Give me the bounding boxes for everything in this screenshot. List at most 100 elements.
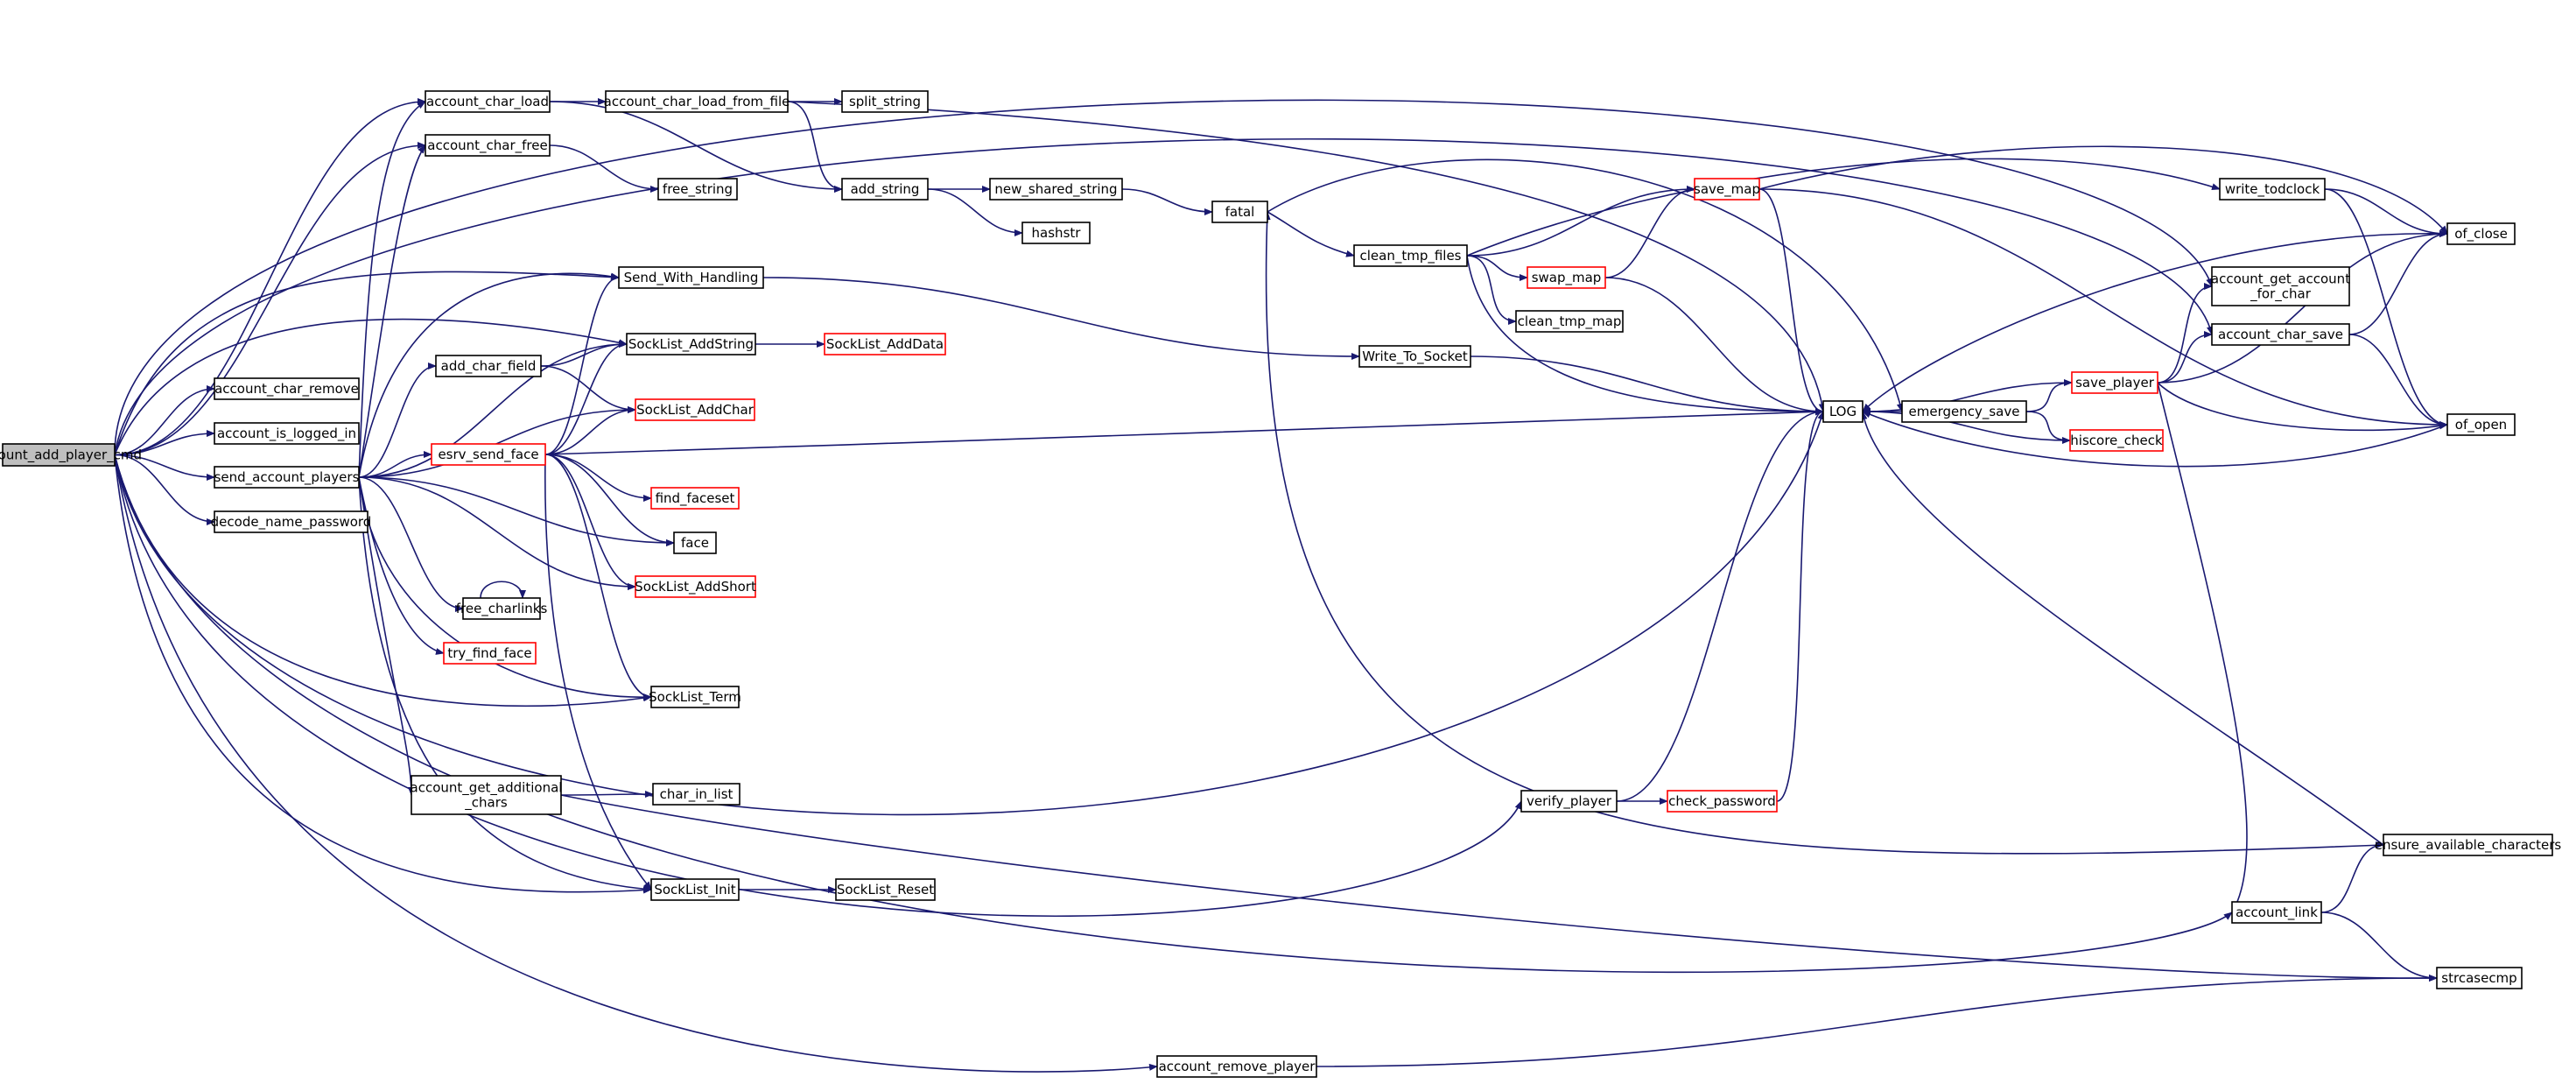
node-strcasecmp[interactable]: strcasecmp: [2436, 967, 2523, 989]
node-verify_player[interactable]: verify_player: [1520, 790, 1618, 813]
node-esrv_send_face[interactable]: esrv_send_face: [431, 443, 546, 466]
edge-account_char_load_from_file-to-LOG: [787, 101, 1826, 412]
node-account_char_load[interactable]: account_char_load: [425, 90, 551, 113]
edge-ensure_available_characters-to-LOG: [1860, 411, 2384, 846]
node-hiscore_check[interactable]: hiscore_check: [2069, 429, 2164, 452]
edge-clean_tmp_files-to-save_map: [1466, 186, 1695, 257]
node-account_link[interactable]: account_link: [2231, 901, 2322, 924]
node-label: swap_map: [1532, 270, 1602, 286]
node-box: [1021, 222, 1091, 244]
node-box: [214, 377, 360, 400]
edge-esrv_send_face-to-SockList_AddChar: [544, 406, 636, 455]
edge-account_add_player_cmd-to-decode_name_password: [114, 454, 215, 525]
edge-swap_map-to-save_map: [1604, 186, 1695, 278]
node-swap_map[interactable]: swap_map: [1527, 266, 1606, 289]
node-label: of_open: [2455, 417, 2507, 433]
node-SockList_AddString[interactable]: SockList_AddString: [626, 333, 756, 355]
node-label: _for_char: [2250, 286, 2312, 303]
node-box: [425, 134, 551, 157]
edge-account_char_save-to-of_open: [2348, 334, 2448, 428]
node-label: char_in_list: [660, 786, 733, 803]
edge-account_add_player_cmd-to-account_char_free: [114, 142, 426, 456]
node-account_char_save[interactable]: account_char_save: [2211, 323, 2350, 346]
node-add_string[interactable]: add_string: [841, 178, 929, 201]
node-account_char_load_from_file[interactable]: account_char_load_from_file: [604, 90, 790, 113]
node-of_close[interactable]: of_close: [2446, 222, 2516, 245]
node-char_in_list[interactable]: char_in_list: [652, 783, 741, 806]
edge-esrv_send_face-to-find_faceset: [544, 454, 652, 502]
node-new_shared_string[interactable]: new_shared_string: [989, 178, 1123, 201]
edge-send_account_players-to-account_get_additional_chars: [358, 476, 415, 796]
node-label: clean_tmp_map: [1518, 313, 1622, 330]
node-free_string[interactable]: free_string: [657, 178, 738, 201]
edge-account_add_player_cmd-to-account_get_account_for_char: [114, 99, 2213, 455]
edge-clean_tmp_files-to-write_todclock: [1466, 158, 2221, 257]
node-box: [411, 775, 562, 815]
edge-swap_map-to-LOG: [1604, 277, 1824, 415]
edge-save_player-to-account_char_save: [2157, 331, 2213, 384]
node-free_charlinks[interactable]: free_charlinks: [456, 597, 548, 620]
node-account_get_additional_chars[interactable]: account_get_additional_chars: [411, 775, 563, 815]
node-label: save_map: [1694, 181, 1760, 198]
node-box: [2446, 413, 2516, 436]
node-clean_tmp_map[interactable]: clean_tmp_map: [1515, 310, 1624, 333]
node-box: [2219, 178, 2326, 201]
node-try_find_face[interactable]: try_find_face: [443, 642, 537, 665]
node-SockList_Term[interactable]: SockList_Term: [649, 686, 741, 708]
node-send_account_players[interactable]: send_account_players: [214, 466, 360, 489]
node-find_faceset[interactable]: find_faceset: [650, 487, 740, 510]
edge-account_add_player_cmd-to-SockList_AddString: [114, 318, 628, 455]
node-save_map[interactable]: save_map: [1694, 178, 1760, 201]
node-check_password[interactable]: check_password: [1667, 790, 1778, 813]
node-of_open[interactable]: of_open: [2446, 413, 2516, 436]
node-box: [2, 443, 116, 467]
node-save_player[interactable]: save_player: [2071, 371, 2158, 394]
node-SockList_AddChar[interactable]: SockList_AddChar: [635, 398, 755, 421]
node-add_char_field[interactable]: add_char_field: [435, 355, 542, 377]
node-label: LOG: [1829, 404, 1857, 419]
node-account_char_free[interactable]: account_char_free: [425, 134, 551, 157]
node-box: [1353, 244, 1468, 267]
node-label: account_char_save: [2218, 327, 2343, 343]
node-account_add_player_cmd[interactable]: account_add_player_cmd: [0, 443, 142, 467]
node-label: verify_player: [1527, 793, 1612, 810]
node-label: _chars: [464, 795, 508, 812]
node-emergency_save[interactable]: emergency_save: [1901, 400, 2027, 423]
node-Send_With_Handling[interactable]: Send_With_Handling: [618, 266, 764, 289]
node-fatal[interactable]: fatal: [1211, 201, 1268, 223]
node-write_todclock[interactable]: write_todclock: [2219, 178, 2326, 201]
node-label: account_get_additional: [411, 780, 563, 797]
node-ensure_available_characters[interactable]: ensure_available_characters: [2375, 834, 2562, 856]
node-account_char_remove[interactable]: account_char_remove: [214, 377, 360, 400]
node-box: [462, 597, 541, 620]
edge-save_map-to-of_open: [1758, 188, 2448, 428]
node-SockList_Reset[interactable]: SockList_Reset: [835, 878, 936, 901]
node-clean_tmp_files[interactable]: clean_tmp_files: [1353, 244, 1468, 267]
node-box: [1515, 310, 1624, 333]
edge-verify_player-to-LOG: [1616, 408, 1824, 802]
node-Write_To_Socket[interactable]: Write_To_Socket: [1358, 345, 1471, 368]
node-label: SockList_Term: [649, 689, 741, 706]
node-SockList_AddData[interactable]: SockList_AddData: [824, 333, 946, 355]
edge-save_player-to-of_close: [2157, 230, 2448, 384]
node-account_is_logged_in[interactable]: account_is_logged_in: [214, 422, 360, 445]
node-account_remove_player[interactable]: account_remove_player: [1156, 1055, 1317, 1078]
edge-send_account_players-to-SockList_AddString: [358, 341, 628, 478]
node-LOG[interactable]: LOG: [1822, 400, 1864, 423]
edge-account_add_player_cmd-to-send_account_players: [114, 454, 215, 481]
edge-esrv_send_face-to-SockList_AddShort: [544, 454, 636, 590]
node-SockList_Init[interactable]: SockList_Init: [650, 878, 740, 901]
node-account_get_account_for_char[interactable]: account_get_account_for_char: [2211, 266, 2350, 306]
node-label: SockList_AddString: [628, 336, 754, 353]
node-SockList_AddShort[interactable]: SockList_AddShort: [635, 575, 756, 598]
node-decode_name_password[interactable]: decode_name_password: [211, 510, 372, 533]
node-label: send_account_players: [214, 469, 360, 486]
node-label: save_player: [2075, 375, 2155, 391]
edge-fatal-to-clean_tmp_files: [1267, 211, 1355, 257]
node-face[interactable]: face: [673, 531, 717, 554]
node-hashstr[interactable]: hashstr: [1021, 222, 1091, 244]
node-label: Write_To_Socket: [1362, 348, 1468, 365]
node-box: [435, 355, 542, 377]
node-split_string[interactable]: split_string: [841, 90, 929, 113]
edge-send_account_players-to-SockList_Init: [358, 476, 652, 893]
